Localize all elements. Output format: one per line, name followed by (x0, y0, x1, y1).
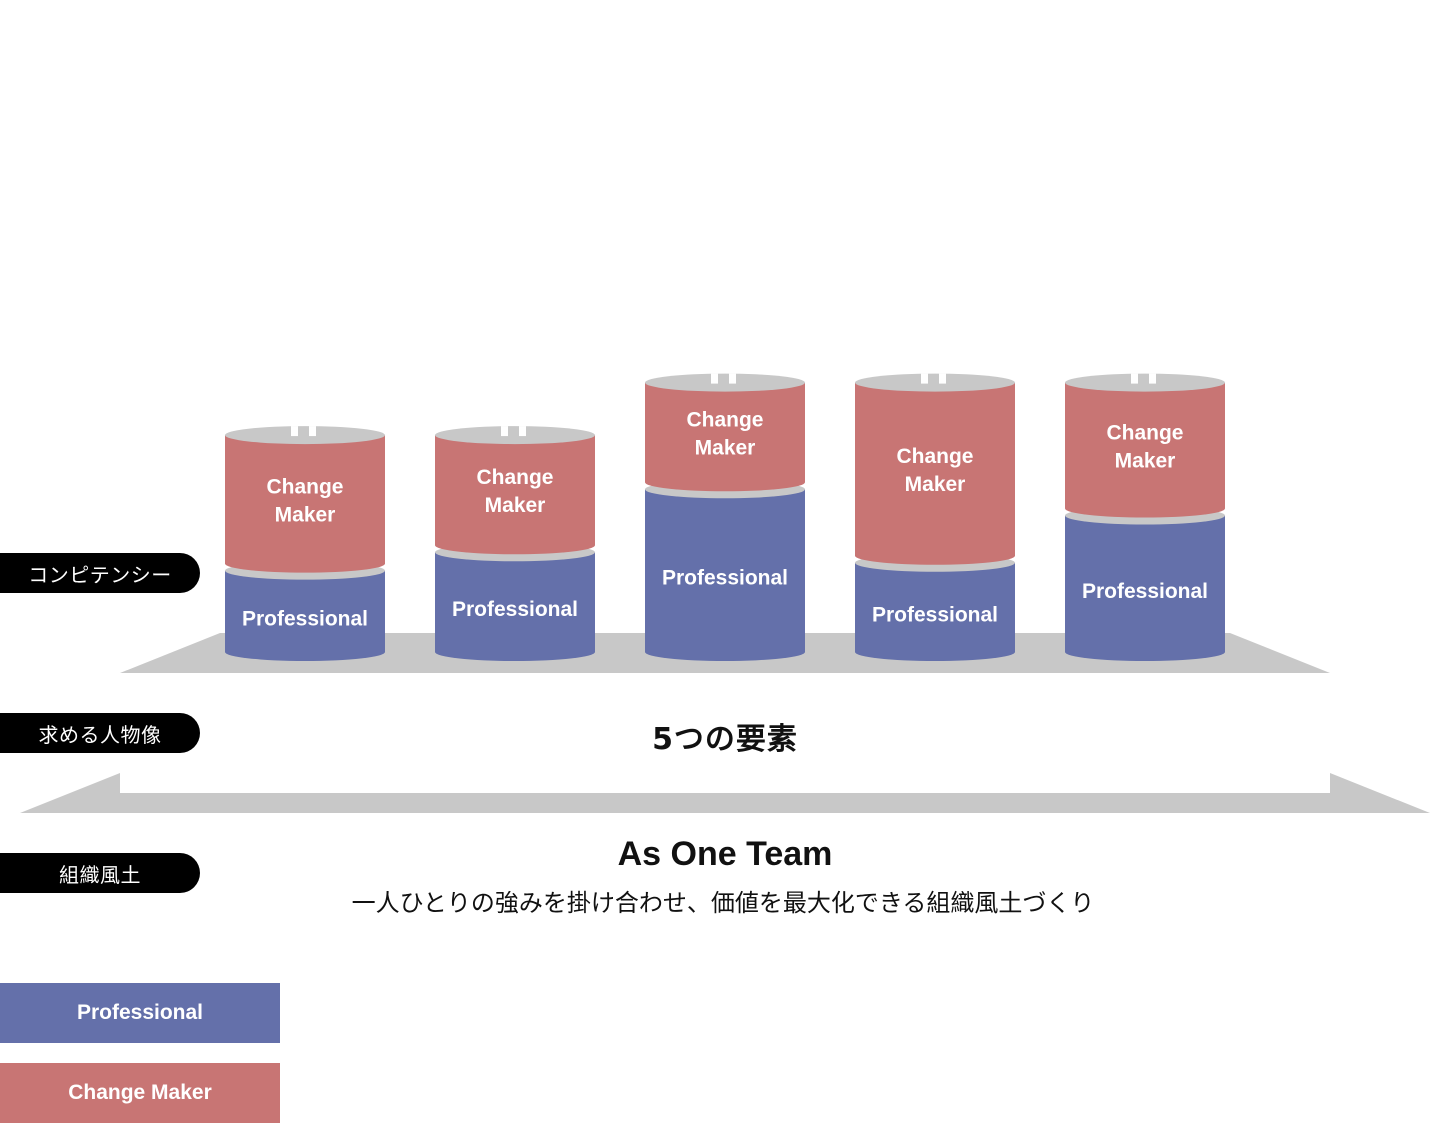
lid-notch (291, 426, 298, 437)
legend-change-maker: Change Maker (0, 1063, 280, 1123)
professional-segment (435, 552, 595, 661)
lid-notch (309, 426, 316, 437)
lid-notch (921, 373, 928, 384)
professional-label: Professional (242, 607, 368, 630)
change-maker-label: Maker (275, 503, 336, 526)
row-label-competency: コンピテンシー (0, 553, 200, 593)
change-maker-label: Maker (905, 473, 966, 496)
change-maker-segment (855, 382, 1015, 565)
change-maker-label: Change (1106, 422, 1183, 445)
middle-title: 5つの要素 (652, 722, 798, 757)
change-maker-label: Maker (485, 494, 546, 517)
change-maker-label: Maker (695, 436, 756, 459)
change-maker-label: Maker (1115, 450, 1176, 473)
change-maker-segment (435, 435, 595, 555)
professional-segment (855, 562, 1015, 661)
lid-notch (729, 373, 736, 384)
cylinder-lid (1065, 373, 1225, 392)
change-maker-segment (1065, 382, 1225, 518)
lid-notch (519, 426, 526, 437)
cylinder-lid (855, 373, 1015, 392)
change-maker-segment (645, 382, 805, 492)
professional-segment (645, 489, 805, 661)
change-maker-label: Change (686, 408, 763, 431)
professional-segment (1065, 515, 1225, 661)
lid-notch (1149, 373, 1156, 384)
change-maker-label: Change (476, 466, 553, 489)
professional-segment (225, 570, 385, 661)
professional-label: Professional (872, 603, 998, 626)
change-maker-label: Change (266, 475, 343, 498)
change-maker-label: Change (896, 445, 973, 468)
lid-notch (939, 373, 946, 384)
cylinder-lid (645, 373, 805, 392)
lid-notch (711, 373, 718, 384)
lid-notch (1131, 373, 1138, 384)
cylinder-lid (435, 426, 595, 445)
professional-label: Professional (452, 598, 578, 621)
lid-notch (501, 426, 508, 437)
bottom-title: As One Team (617, 835, 833, 873)
lower-platform (20, 773, 1430, 813)
row-label-ideal-person: 求める人物像 (0, 713, 200, 753)
cylinder-group: ProfessionalChangeMakerProfessionalChang… (225, 373, 1225, 661)
professional-label: Professional (1082, 580, 1208, 603)
legend-professional: Professional (0, 983, 280, 1043)
professional-label: Professional (662, 567, 788, 590)
cylinder-lid (225, 426, 385, 445)
row-label-culture: 組織風土 (0, 853, 200, 893)
bottom-subtitle: 一人ひとりの強みを掛け合わせ、価値を最大化できる組織風土づくり (351, 889, 1095, 917)
change-maker-segment (225, 435, 385, 573)
